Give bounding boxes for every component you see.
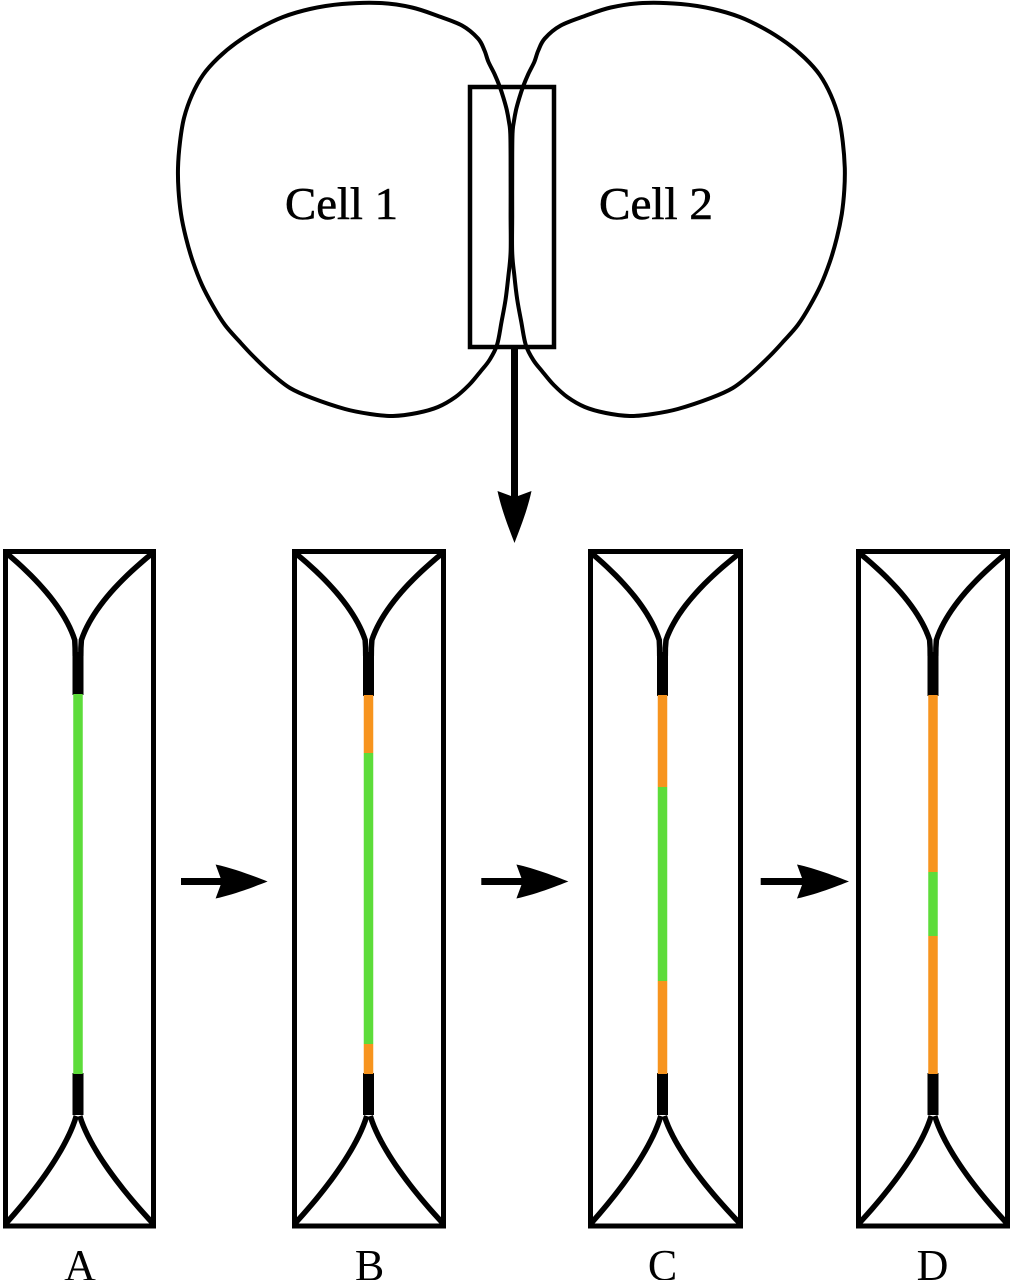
svg-text:C: C (648, 1241, 677, 1280)
svg-text:Cell 2: Cell 2 (599, 179, 713, 229)
svg-text:Cell 1: Cell 1 (285, 179, 398, 229)
svg-text:A: A (64, 1241, 96, 1280)
svg-text:B: B (355, 1241, 384, 1280)
svg-text:D: D (917, 1241, 949, 1280)
